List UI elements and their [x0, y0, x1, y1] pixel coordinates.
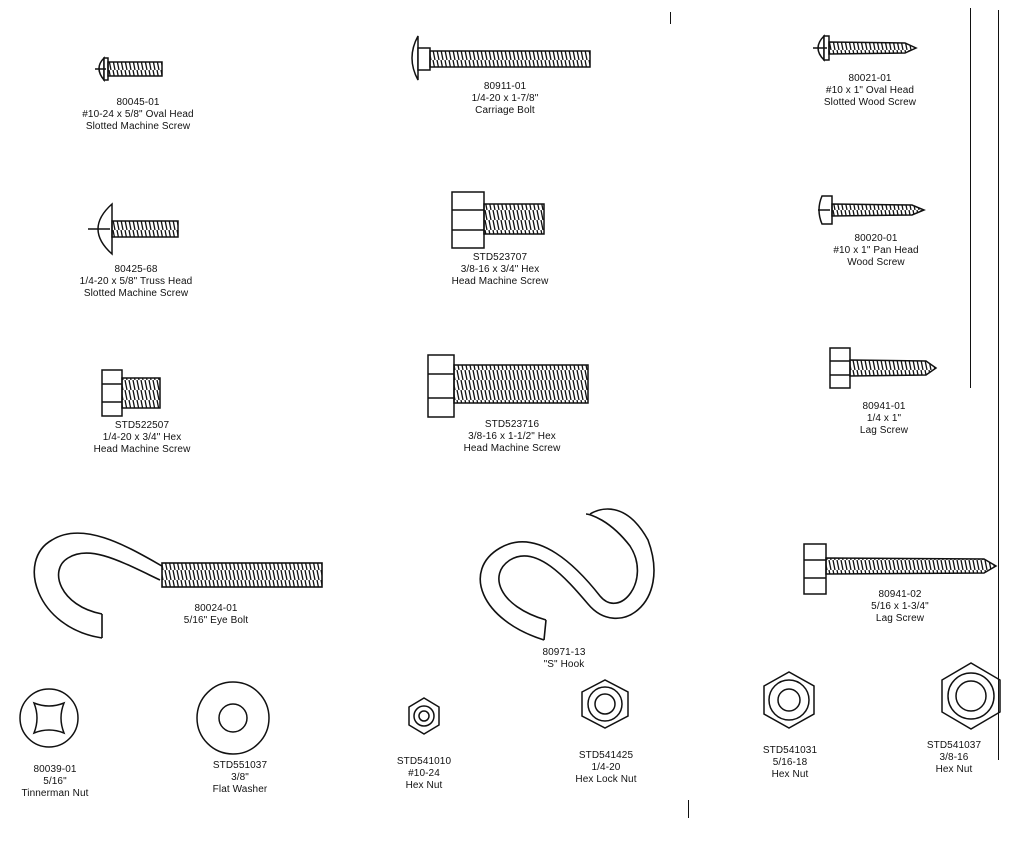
scan-edge-line — [998, 10, 999, 760]
hex-head-machine-screw-icon — [101, 369, 161, 417]
lag-screw-icon — [829, 347, 938, 389]
hex-nut-icon — [763, 671, 815, 729]
s-hook-icon — [479, 508, 655, 641]
hex-nut-icon — [941, 662, 1001, 730]
scan-edge-line — [970, 8, 971, 388]
tinnerman-nut-icon — [19, 688, 79, 748]
lag-screw-icon — [803, 543, 998, 595]
scan-edge-line — [670, 12, 671, 24]
pan-head-wood-screw-icon — [818, 195, 926, 225]
hex-head-machine-screw-icon — [451, 191, 545, 249]
oval-head-wood-screw-icon — [813, 34, 918, 62]
flat-washer-icon — [196, 681, 270, 755]
scan-edge-line — [688, 800, 689, 818]
eye-bolt-icon — [33, 532, 323, 639]
part-label-80971-13: 80971-13"S" Hook — [542, 647, 586, 670]
hex-head-machine-screw-icon — [427, 354, 589, 418]
oval-head-machine-screw-icon — [95, 56, 163, 83]
truss-head-machine-screw-icon — [88, 202, 179, 256]
hex-lock-nut-icon — [581, 679, 629, 729]
carriage-bolt-icon — [411, 35, 591, 81]
hex-nut-icon — [408, 697, 440, 735]
